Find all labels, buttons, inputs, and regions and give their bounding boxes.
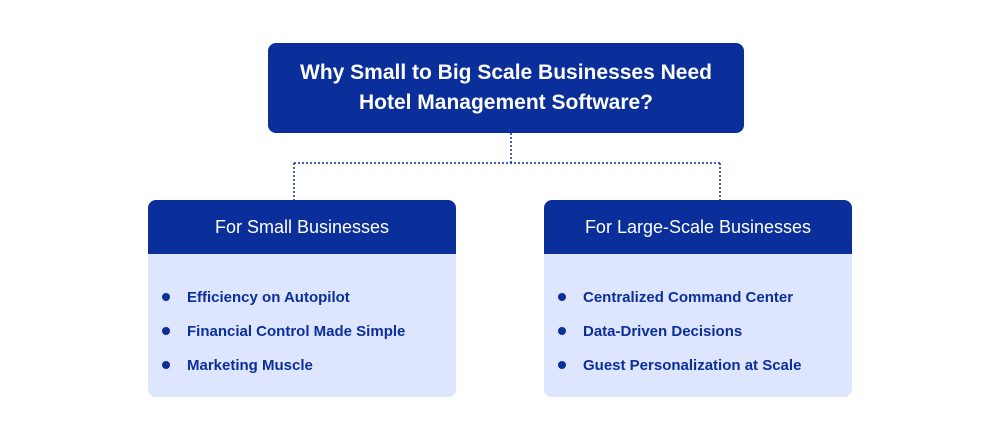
list-item: Efficiency on Autopilot <box>162 280 456 314</box>
list-item-label: Financial Control Made Simple <box>187 322 406 340</box>
list-item: Marketing Muscle <box>162 348 456 382</box>
list-item: Centralized Command Center <box>558 280 852 314</box>
list-item-label: Guest Personalization at Scale <box>583 356 802 374</box>
bullet-icon <box>162 327 170 335</box>
bullet-icon <box>558 293 566 301</box>
card-list-large: Centralized Command Center Data-Driven D… <box>544 254 852 382</box>
title-box: Why Small to Big Scale Businesses Need H… <box>268 43 744 133</box>
diagram-title: Why Small to Big Scale Businesses Need H… <box>300 61 712 114</box>
bullet-icon <box>558 327 566 335</box>
bullet-icon <box>558 361 566 369</box>
list-item: Financial Control Made Simple <box>162 314 456 348</box>
card-list-small: Efficiency on Autopilot Financial Contro… <box>148 254 456 382</box>
card-header-small: For Small Businesses <box>148 200 456 254</box>
list-item-label: Efficiency on Autopilot <box>187 288 350 306</box>
card-header-large: For Large-Scale Businesses <box>544 200 852 254</box>
bullet-icon <box>162 361 170 369</box>
list-item-label: Marketing Muscle <box>187 356 313 374</box>
list-item: Guest Personalization at Scale <box>558 348 852 382</box>
list-item-label: Centralized Command Center <box>583 288 794 306</box>
card-small-businesses: For Small Businesses Efficiency on Autop… <box>148 200 456 397</box>
list-item-label: Data-Driven Decisions <box>583 322 743 340</box>
bullet-icon <box>162 293 170 301</box>
list-item: Data-Driven Decisions <box>558 314 852 348</box>
card-large-businesses: For Large-Scale Businesses Centralized C… <box>544 200 852 397</box>
